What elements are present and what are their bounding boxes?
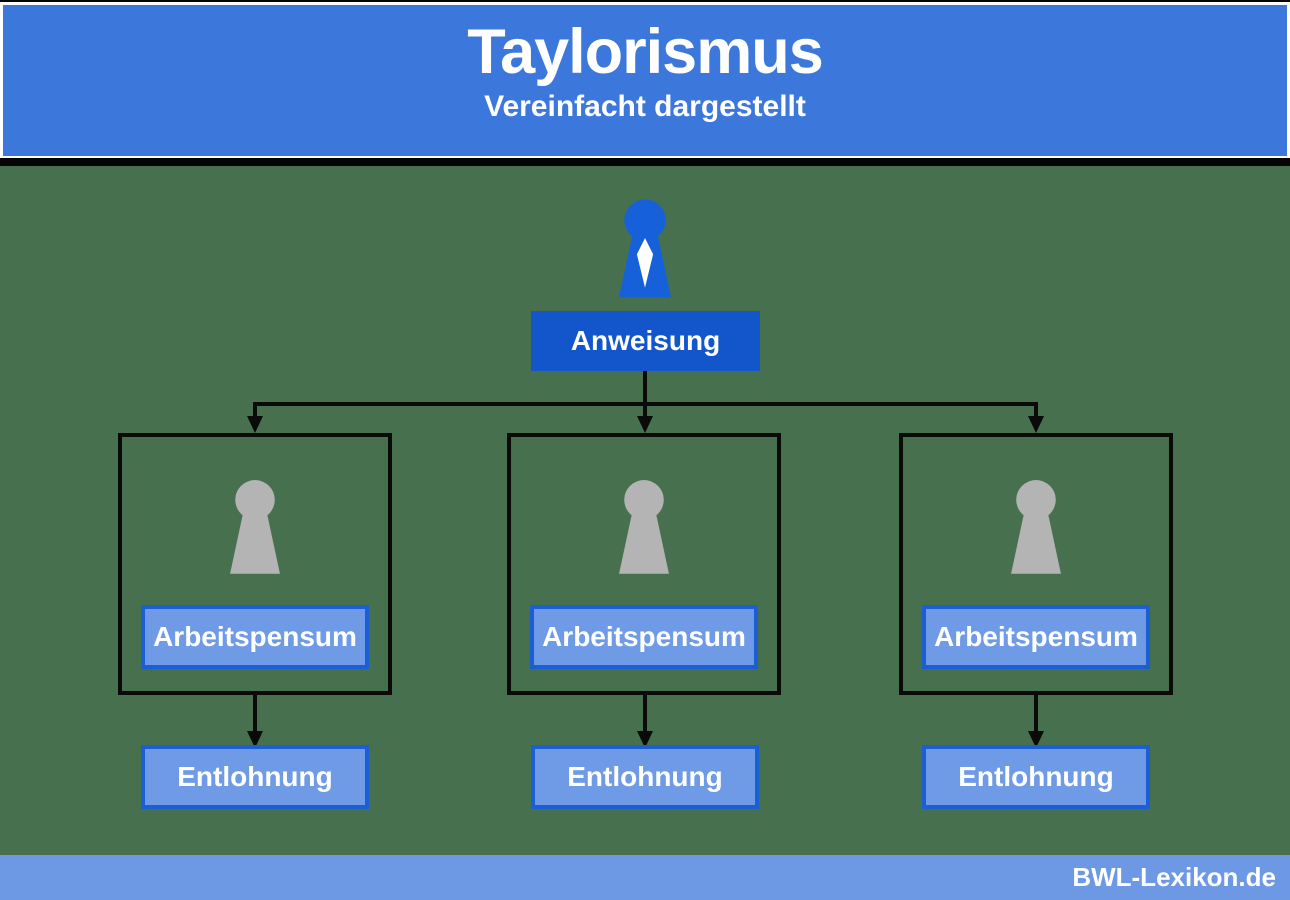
page-title: Taylorismus xyxy=(467,17,823,87)
worker-head xyxy=(235,480,275,520)
worker-pawn-icon xyxy=(1011,480,1061,574)
arrowhead-icon xyxy=(637,416,653,433)
worker-group-1: Arbeitspensum xyxy=(118,433,392,695)
worker-body xyxy=(1011,513,1061,574)
worker-pawn-icon xyxy=(619,480,669,574)
footer: BWL-Lexikon.de xyxy=(0,855,1290,900)
manager-pawn-icon xyxy=(618,199,672,298)
header: Taylorismus Vereinfacht dargestellt xyxy=(0,0,1290,166)
payment-box: Entlohnung xyxy=(531,745,759,809)
arrowhead-icon xyxy=(247,416,263,433)
payment-box: Entlohnung xyxy=(922,745,1150,809)
brand-text: BWL-Lexikon.de xyxy=(1072,862,1276,892)
workload-box: Arbeitspensum xyxy=(530,605,758,669)
worker-body xyxy=(619,513,669,574)
payment-box: Entlohnung xyxy=(141,745,369,809)
page-subtitle: Vereinfacht dargestellt xyxy=(484,90,806,123)
instruction-box: Anweisung xyxy=(531,311,760,371)
worker-head xyxy=(1016,480,1056,520)
worker-head xyxy=(624,480,664,520)
worker-pawn-icon xyxy=(230,480,280,574)
worker-body xyxy=(230,513,280,574)
worker-group-3: Arbeitspensum xyxy=(899,433,1173,695)
arrowhead-icon xyxy=(1028,416,1044,433)
worker-group-2: Arbeitspensum xyxy=(507,433,781,695)
manager-tie-icon xyxy=(636,238,654,288)
workload-box: Arbeitspensum xyxy=(922,605,1150,669)
manager-head xyxy=(624,199,666,241)
workload-box: Arbeitspensum xyxy=(141,605,369,669)
